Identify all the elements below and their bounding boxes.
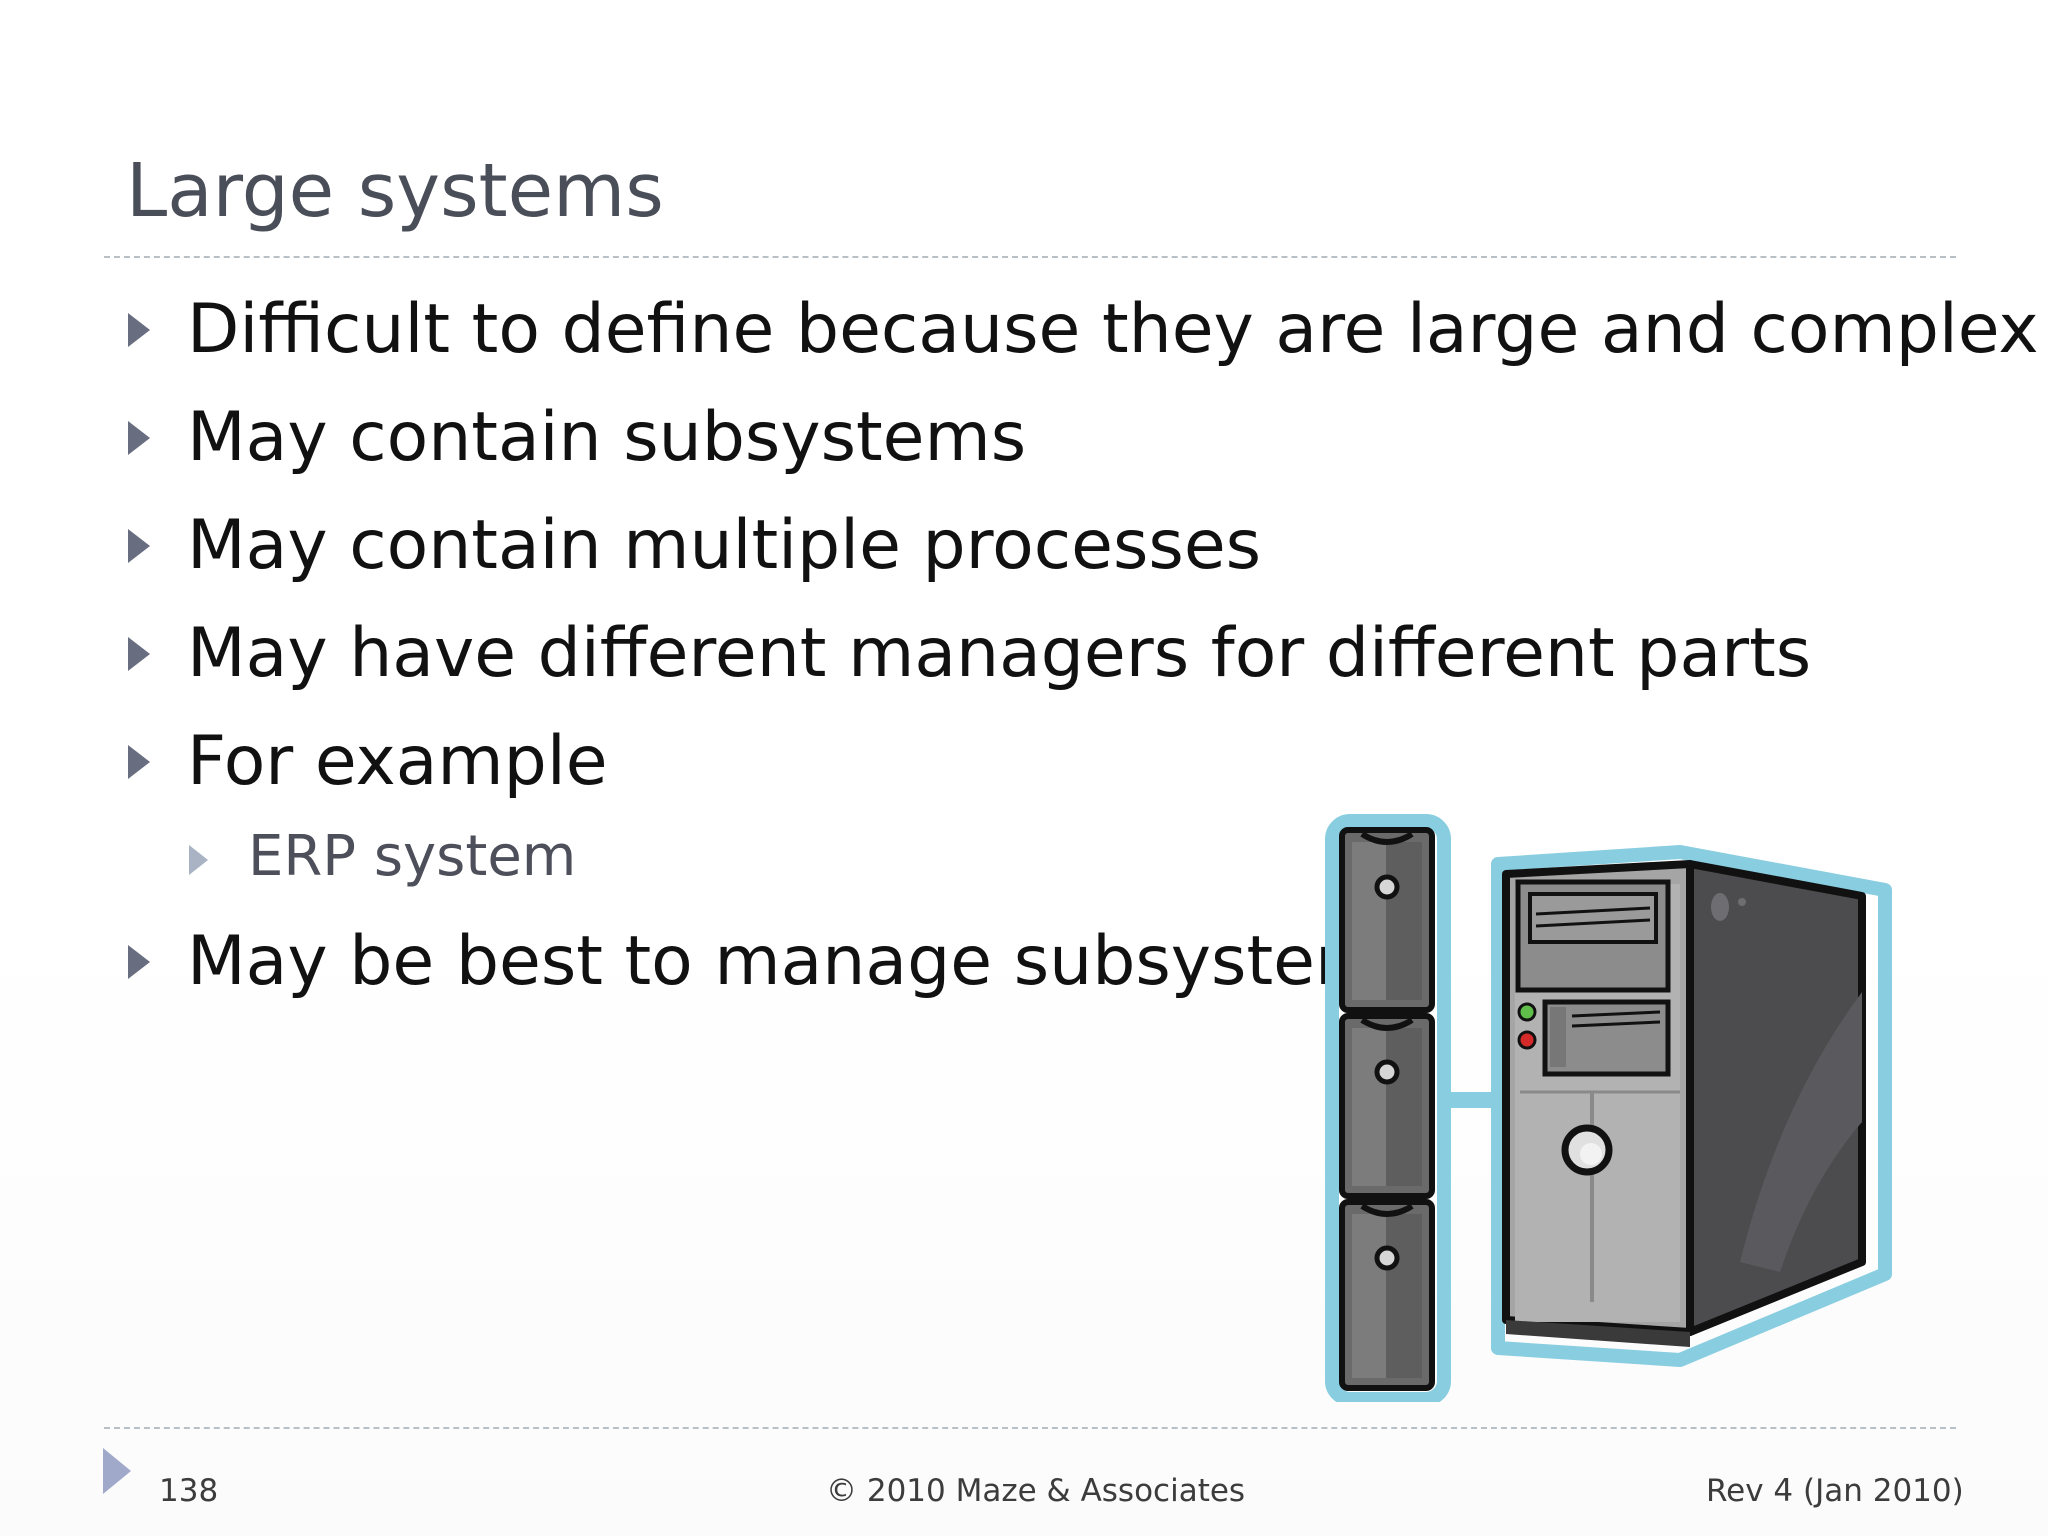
server-tower-icon: [1325, 814, 1892, 1402]
bullet-text: May contain multiple processes: [187, 506, 1262, 585]
footer-divider: [104, 1427, 1956, 1429]
bullet-text: May contain subsystems: [187, 398, 1027, 477]
drive-unit-stack: [1339, 827, 1435, 1391]
bullet-text: May be best to manage subsystems: [187, 922, 1417, 1001]
sub-bullet-text: ERP system: [248, 824, 577, 889]
revision-text: Rev 4 (Jan 2010): [1706, 1473, 1964, 1509]
footer-arrow-icon: [103, 1448, 131, 1494]
bullet-text: Difficult to define because they are lar…: [187, 290, 2039, 369]
bullet-arrow-icon: [128, 945, 150, 979]
bullet-arrow-icon: [128, 529, 150, 563]
bullet-arrow-icon: [128, 313, 150, 347]
title-divider: [104, 256, 1956, 258]
bullet-arrow-icon: [128, 637, 150, 671]
bullet-arrow-icon: [128, 745, 150, 779]
slide-title: Large systems: [126, 148, 664, 234]
bullet-text: May have different managers for differen…: [187, 614, 1812, 693]
sub-bullet-arrow-icon: [189, 845, 208, 875]
page-number: 138: [159, 1473, 219, 1509]
bullet-arrow-icon: [128, 421, 150, 455]
copyright-text: © 2010 Maze & Associates: [826, 1473, 1246, 1509]
bullet-text: For example: [187, 722, 608, 801]
tower-case: [1502, 860, 1866, 1347]
